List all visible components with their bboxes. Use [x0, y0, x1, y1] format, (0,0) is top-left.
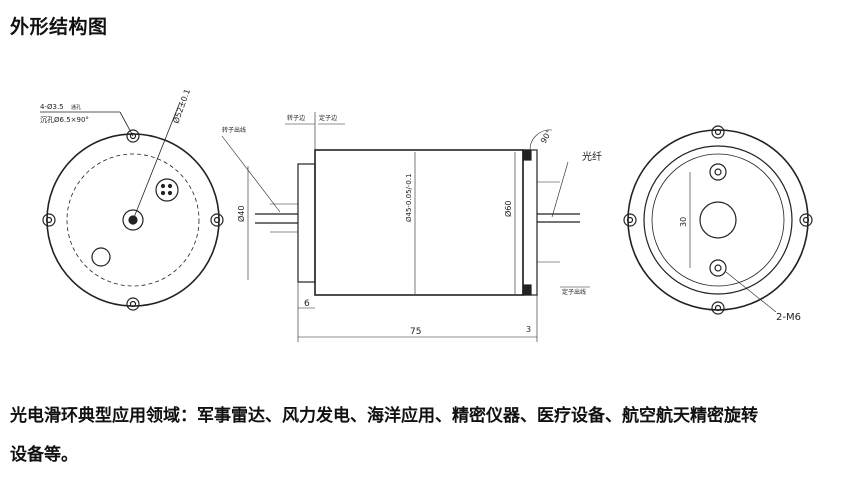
page-title: 外形结构图 — [10, 16, 108, 38]
right-view — [623, 125, 813, 315]
fiber-label: 光纤 — [582, 150, 602, 163]
thread-spec-label: 2-M6 — [776, 312, 801, 323]
hole-spec-note: 通孔 — [71, 104, 81, 111]
dim-3-label: 3 — [526, 325, 531, 334]
left-view — [40, 101, 224, 311]
stator-end-label: 定子边 — [319, 114, 337, 122]
dia-45-label: Ø45-0.05/-0.1 — [405, 173, 413, 222]
diameter-52-label: Ø52±0.1 — [170, 88, 192, 125]
countersink-label: 沉孔Ø6.5×90° — [40, 116, 89, 124]
dia-60-label: Ø60 — [503, 201, 513, 217]
rotor-outlet-label: 转子出线 — [222, 126, 246, 134]
rotor-end-label: 转子边 — [287, 114, 305, 122]
dia-40-label: Ø40 — [236, 206, 246, 222]
dim-6-label: 6 — [304, 299, 310, 309]
applications-text: 光电滑环典型应用领域：军事雷达、风力发电、海洋应用、精密仪器、医疗设备、航空航天… — [10, 406, 758, 426]
applications-text-continued: 设备等。 — [10, 445, 78, 465]
technical-drawing: 4-Ø3.5 通孔 沉孔Ø6.5×90° Ø52±0.1 转子出线 转子边 定子… — [40, 88, 813, 342]
hole-spec-label: 4-Ø3.5 — [40, 103, 64, 111]
dim-30-label: 30 — [679, 217, 688, 227]
side-view — [221, 112, 590, 342]
dim-75-label: 75 — [410, 327, 421, 337]
stator-outlet-label: 定子出线 — [562, 288, 586, 296]
angle-label: 90° — [539, 128, 554, 145]
